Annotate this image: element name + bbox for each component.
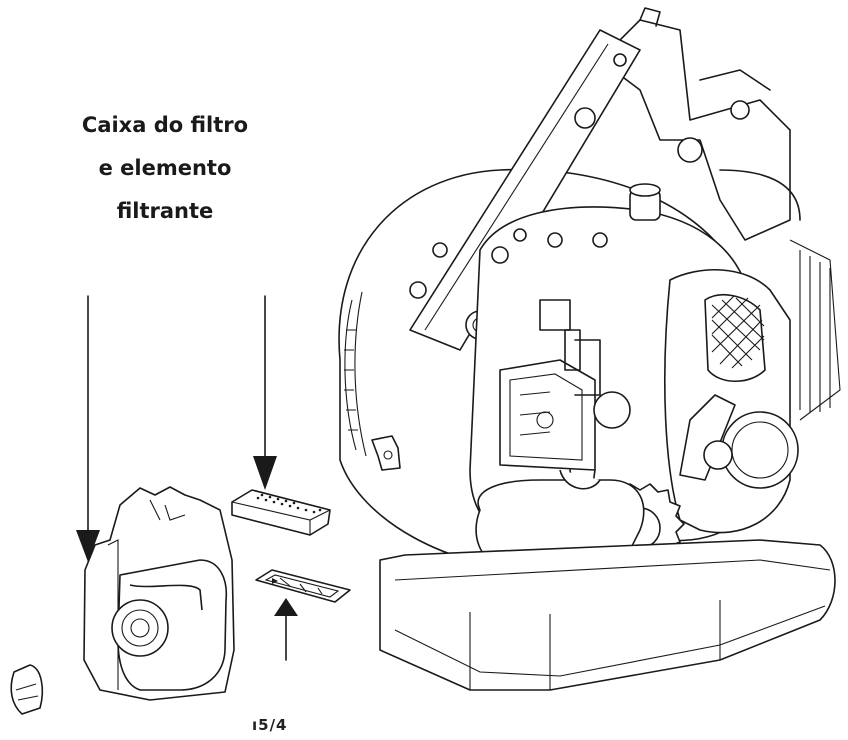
filter-case-cover <box>83 486 235 701</box>
callout-line-2: e elemento <box>98 156 232 180</box>
callout-line-1: Caixa do filtro <box>81 113 249 137</box>
callout-line-3: filtrante <box>116 199 214 223</box>
arrow-down-center-icon <box>253 295 277 490</box>
blower-engine-unit <box>338 7 841 691</box>
arrow-down-left-icon <box>76 295 100 562</box>
arrow-up-icon <box>274 598 298 661</box>
cropped-label: ı5/4 <box>252 716 288 734</box>
filter-element-foam <box>231 489 331 536</box>
callout-label: Caixa do filtro e elemento filtrante <box>40 104 290 233</box>
knob <box>10 664 44 715</box>
filter-screen <box>255 569 351 603</box>
